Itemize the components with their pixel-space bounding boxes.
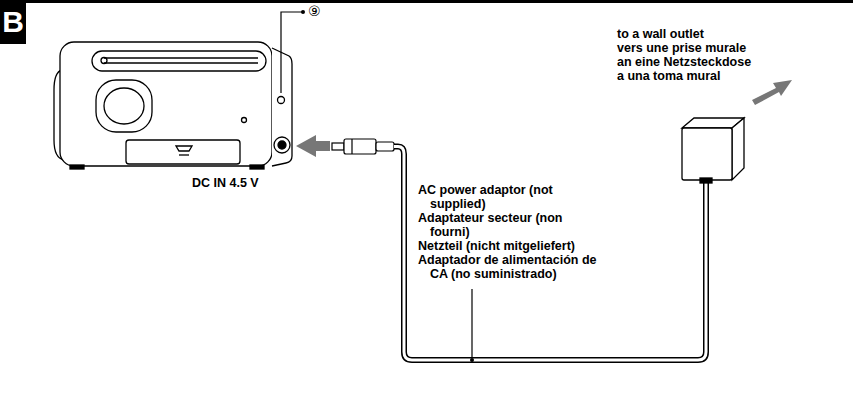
label-leader (470, 289, 474, 362)
adaptor-label: Netzteil (nicht mitgeliefert) (418, 239, 628, 253)
callout-leader (281, 10, 305, 93)
jack-label: DC IN 4.5 V (192, 176, 259, 190)
top-rule (0, 0, 853, 3)
adaptor-label: Adaptador de alimentación de CA (no sumi… (418, 253, 610, 281)
adaptor-label: AC power adaptor (not supplied) (418, 183, 570, 211)
radio-body (54, 42, 292, 169)
adaptor-label: Adaptateur secteur (non fourni) (418, 211, 570, 239)
cable-inner (394, 147, 706, 361)
insert-arrow (296, 135, 330, 157)
dc-plug (332, 139, 394, 154)
wall-arrow (752, 80, 792, 105)
section-letter-box: B (0, 0, 26, 44)
outlet-label: to a wall outlet (617, 27, 704, 41)
ac-adaptor (682, 118, 744, 183)
outlet-label: an eine Netzsteckdose (617, 55, 751, 69)
callout-number: ⑨ (308, 3, 321, 20)
outlet-label: a una toma mural (617, 69, 721, 83)
section-letter: B (2, 5, 24, 39)
outlet-label: vers une prise murale (617, 41, 746, 55)
cable (394, 147, 706, 361)
